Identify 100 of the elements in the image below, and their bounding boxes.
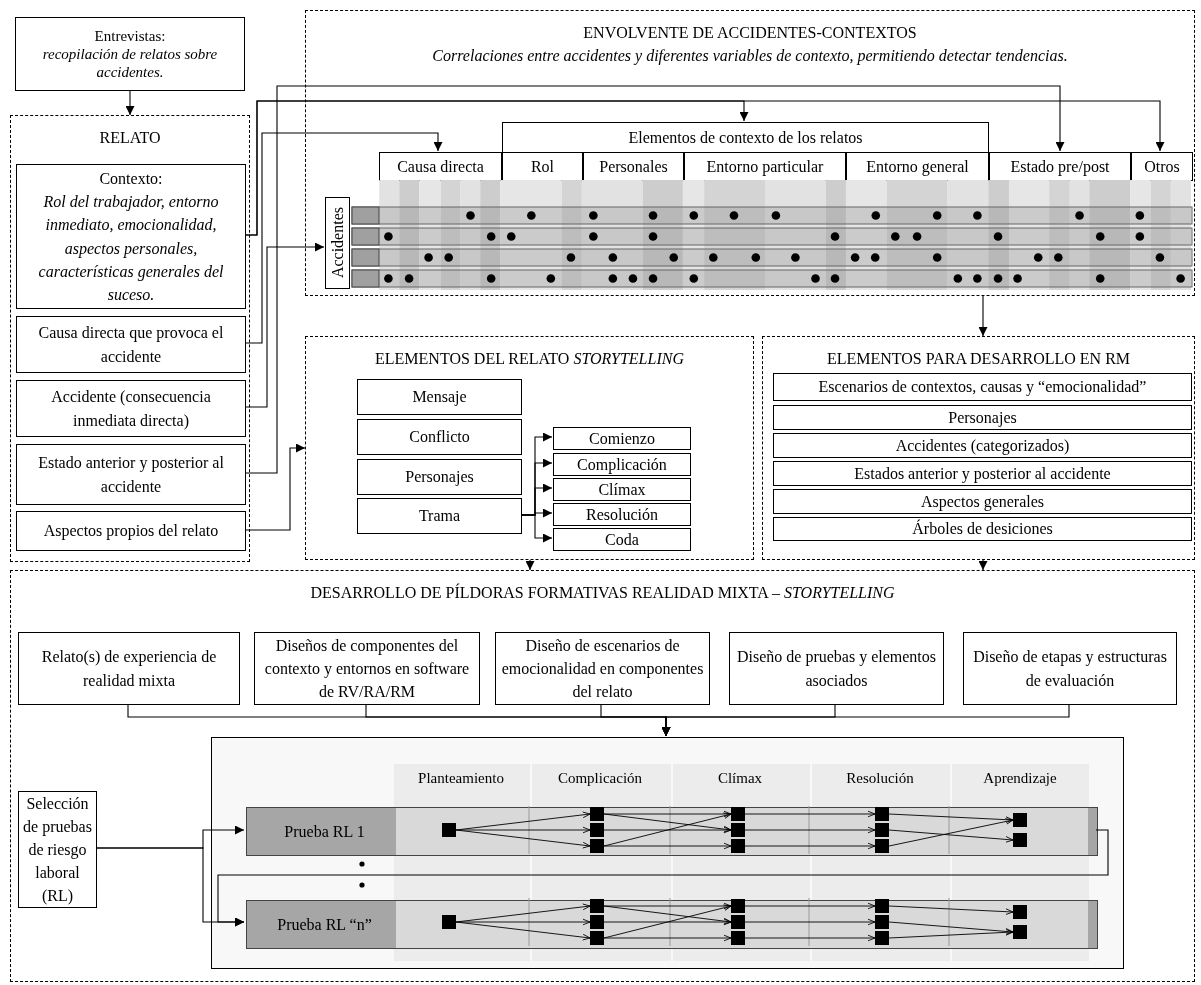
header-box <box>502 122 989 153</box>
box-text: Otros <box>1143 156 1181 177</box>
process-box <box>18 632 240 705</box>
box-text: Trama <box>417 506 462 527</box>
box-text: Estados anterior y posterior al accidente <box>853 463 1112 485</box>
box-text: Árboles de desiciones <box>911 518 1054 540</box>
process-box <box>773 433 1192 458</box>
process-box <box>773 517 1192 541</box>
arrow <box>520 514 553 543</box>
process-box <box>729 632 944 705</box>
process-box <box>16 444 246 505</box>
process-box <box>553 453 691 476</box>
box-text: Comienzo <box>588 428 656 449</box>
box-heading: Entrevistas: <box>93 27 167 45</box>
group-subtitle: Correlaciones entre accidentes y diferentes variables de contexto, permitiendo detectar tendencias. <box>431 46 1069 67</box>
box-text: Personales <box>598 156 669 177</box>
box-description: recopilación de relatos sobre accidentes. <box>41 45 219 81</box>
test-row <box>246 900 1098 949</box>
box-description: Rol del trabajador, entorno inmediato, emocionalidad, aspectos personales, características generales del suceso. <box>37 192 225 305</box>
arrow <box>125 90 135 116</box>
process-box <box>357 419 522 455</box>
process-box <box>773 461 1192 486</box>
panel-frame <box>211 737 1124 969</box>
process-box <box>16 164 246 309</box>
box-text: Diseño de etapas y estructuras de evaluación <box>972 647 1168 691</box>
process-box <box>16 316 246 373</box>
arrow <box>244 242 325 408</box>
dashed-group-frame <box>305 10 1195 296</box>
dashed-group-frame <box>762 336 1195 560</box>
box-text: Relato(s) de experiencia de realidad mixta <box>40 647 218 691</box>
box-text: Coda <box>604 529 640 550</box>
process-box <box>357 379 522 415</box>
process-box <box>553 503 691 526</box>
group-title: ELEMENTOS PARA DESARROLLO EN RM <box>825 349 1132 369</box>
process-box <box>963 632 1177 705</box>
arrow <box>525 559 535 571</box>
box-text: Diseño de pruebas y elementos asociados <box>735 647 938 691</box>
process-box <box>553 478 691 501</box>
process-box <box>16 511 246 551</box>
box-heading: Contexto: <box>98 168 164 189</box>
box-text: Entorno general <box>865 156 970 178</box>
process-box <box>553 427 691 450</box>
group-title: RELATO <box>98 128 162 148</box>
arrow <box>978 559 988 571</box>
box-text: Personajes <box>404 467 475 488</box>
arrow <box>661 703 1070 737</box>
arrow <box>978 295 988 337</box>
box-text: Accidente (consecuencia inmediata directa) <box>50 387 212 432</box>
box-text: Rol <box>529 156 556 177</box>
arrow <box>244 132 443 344</box>
vertical-text: Accidentes <box>327 207 347 279</box>
stage-label: Planteamiento <box>418 769 504 787</box>
row-label: Prueba RL “n” <box>276 914 373 935</box>
dashed-group-frame <box>10 570 1195 982</box>
box-text: Causa directa <box>396 156 485 177</box>
source-box <box>15 17 245 91</box>
arrow <box>244 443 306 531</box>
box-text: Estado anterior y posterior al accidente <box>37 453 225 497</box>
box-text: Personajes <box>947 407 1018 429</box>
row-label: Prueba RL 1 <box>283 821 366 842</box>
process-box <box>553 528 691 551</box>
column-header <box>583 152 684 181</box>
process-box <box>16 380 246 437</box>
box-text: Elementos de contexto de los relatos <box>627 127 864 148</box>
box-text: Entorno particular <box>705 156 825 178</box>
stage-label: Complicación <box>557 769 643 787</box>
box-text: Resolución <box>585 504 659 525</box>
column-header <box>684 152 846 181</box>
box-text: Causa directa que provoca el accidente <box>37 323 225 367</box>
process-box <box>773 373 1192 401</box>
process-box <box>773 405 1192 430</box>
box-text: Diseños de componentes del contexto y entornos en software de RV/RA/RM <box>263 635 471 703</box>
box-text: Diseño de escenarios de emocionalidad en componentes del relato <box>500 635 705 703</box>
process-box <box>773 489 1192 514</box>
stage-label: Aprendizaje <box>983 769 1057 787</box>
box-text: Aspectos generales <box>919 491 1046 513</box>
arrow <box>244 100 1165 236</box>
test-row <box>246 807 1098 856</box>
box-text: Selección de pruebas de riesgo laboral (RL) <box>22 793 93 907</box>
column-header <box>989 152 1131 181</box>
column-header <box>502 152 583 181</box>
arrow <box>244 85 1065 474</box>
group-title: DESARROLLO DE PÍLDORAS FORMATIVAS REALIDAD MIXTA – STORYTELLING <box>309 582 896 603</box>
column-header <box>846 152 989 181</box>
stage-label: Clímax <box>717 769 763 787</box>
row-header <box>325 197 350 289</box>
process-box <box>357 498 522 534</box>
box-text: Complicación <box>576 454 668 476</box>
group-title: ENVOLVENTE DE ACCIDENTES-CONTEXTOS <box>582 23 918 43</box>
column-header <box>379 152 502 181</box>
box-text: Aspectos propios del relato <box>42 521 220 542</box>
dashed-group-frame <box>305 336 754 560</box>
box-text: Estado pre/post <box>1009 156 1111 178</box>
dashed-group-frame <box>10 115 250 562</box>
stage-label: Resolución <box>846 769 914 787</box>
box-text: Clímax <box>597 479 647 500</box>
box-text: Conflicto <box>408 427 471 448</box>
process-box <box>357 459 522 495</box>
box-text: Escenarios de contextos, causas y “emocionalidad” <box>817 377 1148 398</box>
arrow <box>217 829 1109 927</box>
